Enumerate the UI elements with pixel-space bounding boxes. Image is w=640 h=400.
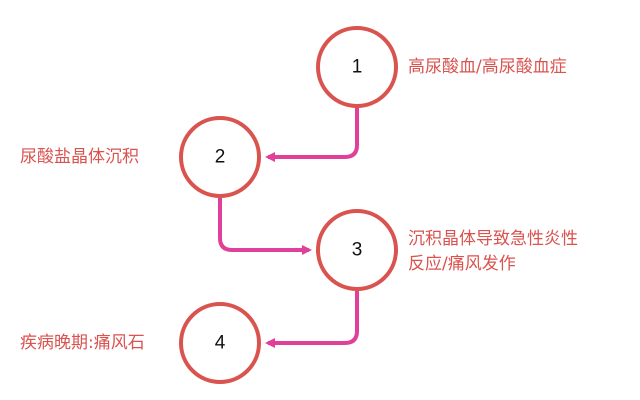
step-1-circle xyxy=(316,26,398,108)
arrow-2-to-3 xyxy=(218,198,312,255)
step-4-number: 4 xyxy=(215,333,226,354)
step-3-label-line1: 沉积晶体导致急性炎性 xyxy=(408,229,578,249)
step-3-number: 3 xyxy=(352,240,363,261)
arrow-1-to-2 xyxy=(265,107,359,162)
step-2-number: 2 xyxy=(215,147,226,168)
arrow-3-to-4 xyxy=(265,291,359,348)
step-2-label: 尿酸盐晶体沉积 xyxy=(20,147,139,167)
step-4-circle xyxy=(179,302,261,384)
step-3-circle xyxy=(316,209,398,291)
step-1-number: 1 xyxy=(352,57,363,78)
step-4-label: 疾病晚期:痛风石 xyxy=(20,333,145,353)
step-1-label: 高尿酸血/高尿酸血症 xyxy=(408,57,567,77)
step-2-circle xyxy=(179,116,261,198)
step-3-label-line2: 反应/痛风发作 xyxy=(408,254,516,274)
